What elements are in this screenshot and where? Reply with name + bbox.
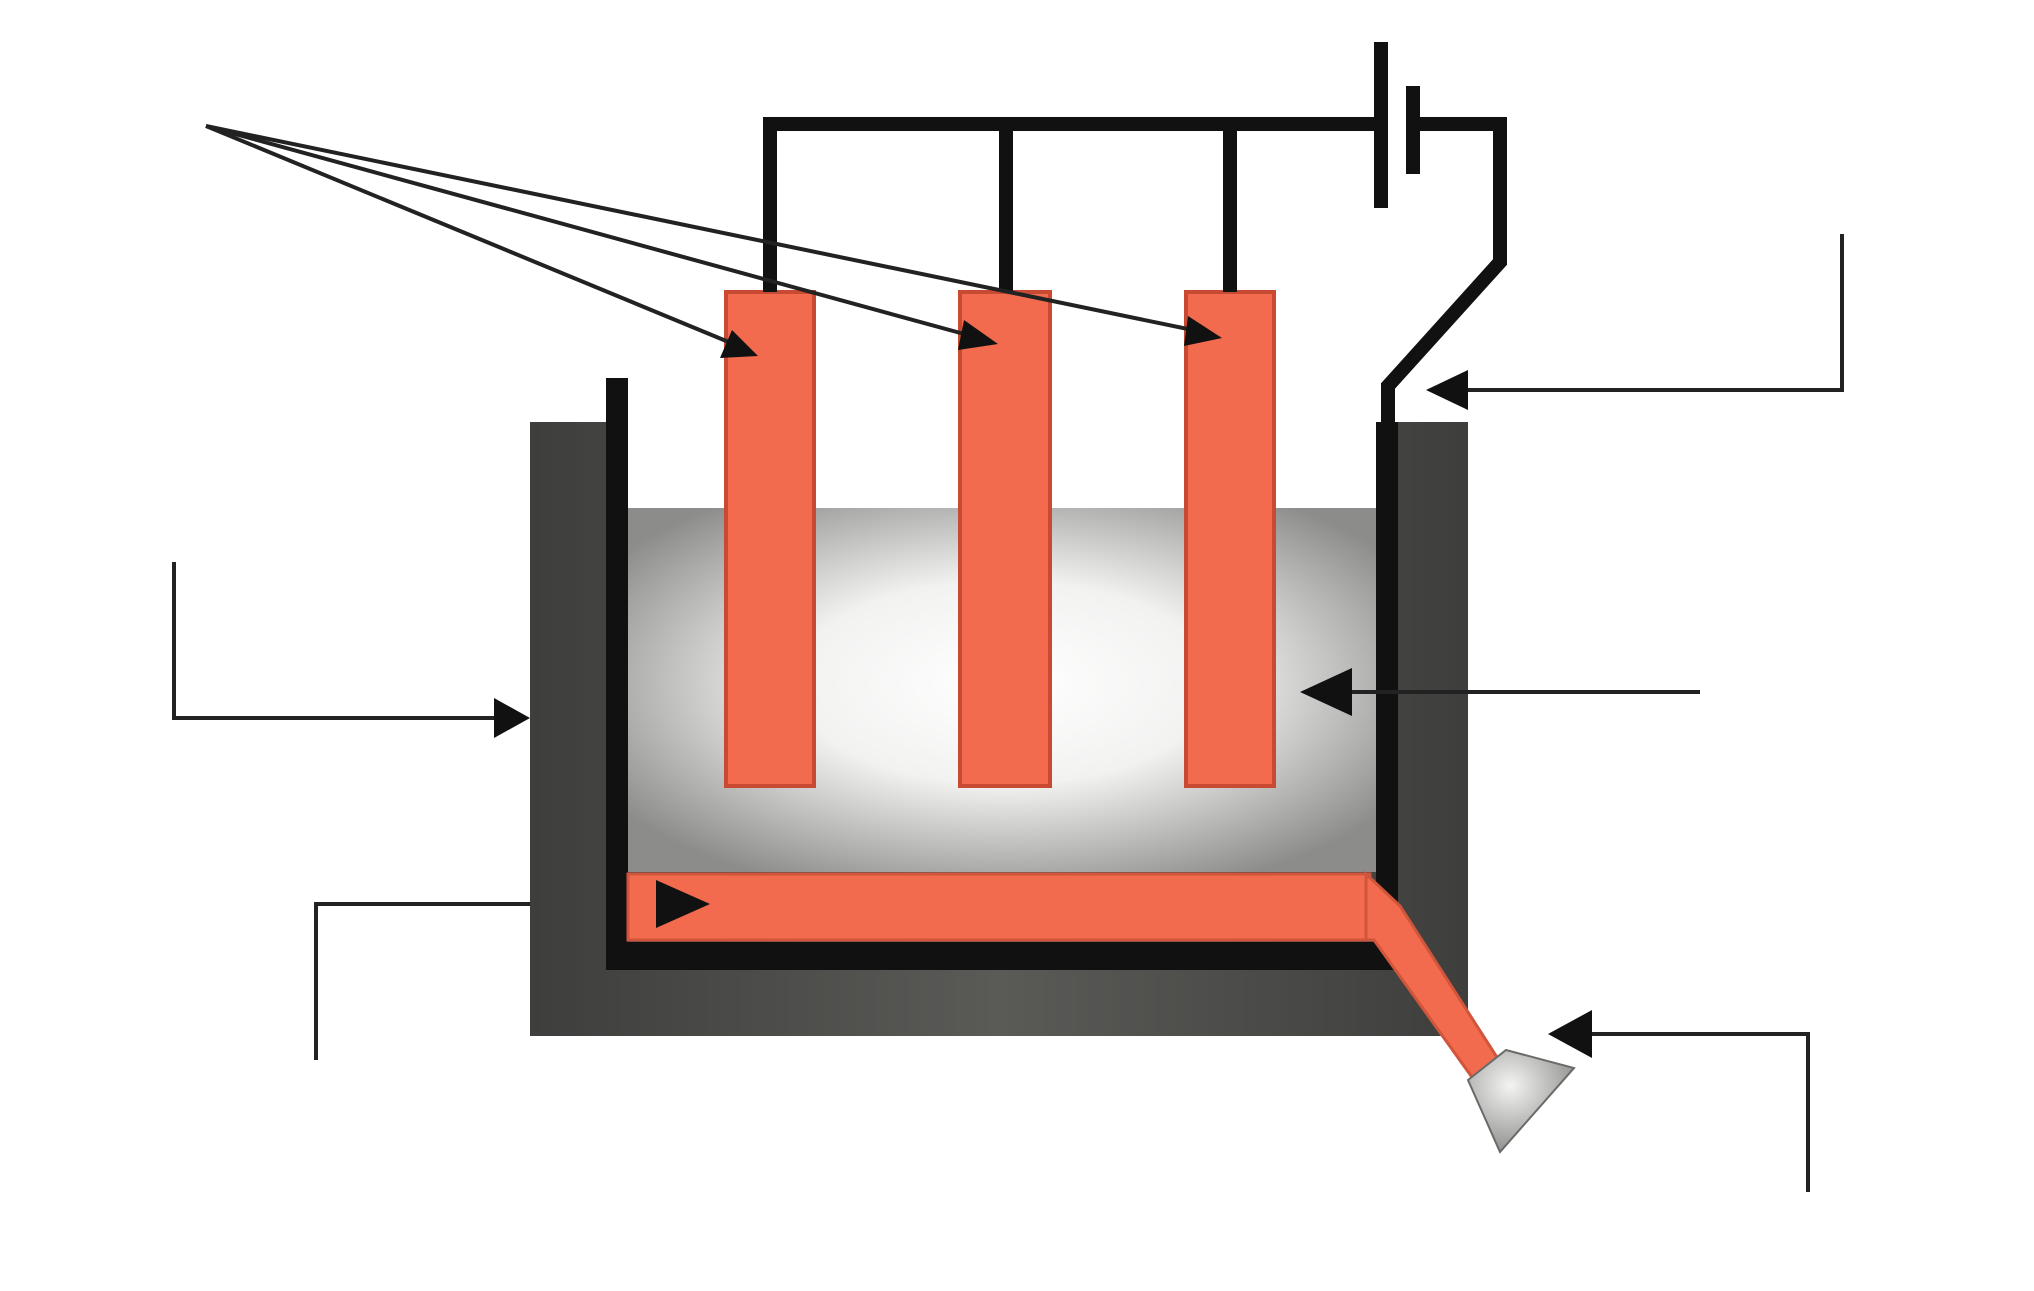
anode-3 [1184,290,1276,788]
battery-short-plate [1406,86,1420,174]
anode-1 [724,290,816,788]
circuit-wires [763,117,1507,430]
arrowhead-cathode-wire [1426,370,1468,410]
arrowhead-anode-3 [1184,316,1222,346]
pointer-anodes-line-2 [205,124,987,342]
cathode-plate [626,872,1372,942]
battery-long-plate [1374,42,1388,208]
pointer-anodes-line-3 [205,124,1213,336]
battery [1374,42,1420,208]
outlet-nozzle [1466,1048,1576,1154]
arrowhead-cell-wall [494,698,530,738]
pointer-anodes-line-1 [205,124,749,352]
top-bus-wire [763,117,1380,292]
pointer-lines [172,124,1844,1192]
pointer-cathode-wire-line [1440,234,1844,392]
pointer-outlet-line [1584,1032,1810,1192]
arrowhead-outlet [1548,1010,1592,1058]
pointer-cell-wall-line [172,562,500,720]
cathode [626,870,1503,1083]
pointer-liner-line [314,902,530,1060]
cathode-lead [1381,117,1507,430]
arrowhead-liner [656,880,710,928]
arrowhead-anode-2 [958,320,998,350]
arrowhead-anode-1 [720,330,758,358]
liner-right [1376,422,1398,970]
pointer-arrowheads [494,316,1592,1058]
anode-2 [958,290,1052,788]
arrowhead-electrolyte [1300,668,1352,716]
cell-liner [606,378,1398,970]
